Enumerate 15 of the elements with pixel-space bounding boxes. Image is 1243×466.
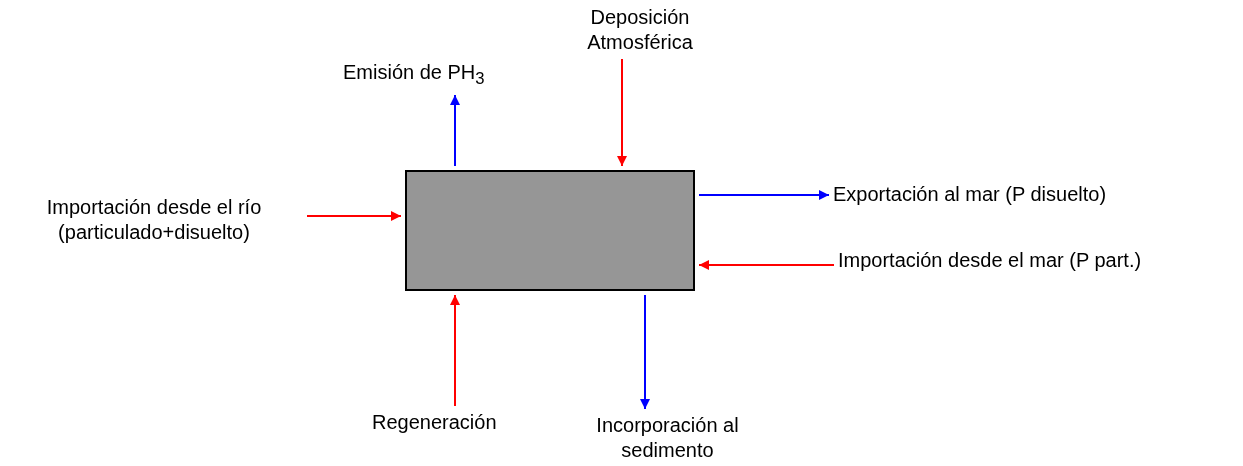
arrow	[698, 260, 835, 270]
flux-label: Importación desde el río (particulado+disuelto)	[5, 195, 303, 245]
flux-label: Exportación al mar (P disuelto)	[833, 182, 1213, 207]
arrow	[306, 211, 402, 221]
flux-label: Regeneración	[372, 410, 542, 435]
compartment-box	[405, 170, 695, 291]
arrow	[698, 190, 830, 200]
flux-label: Importación desde el mar (P part.)	[838, 248, 1238, 273]
arrow	[450, 294, 460, 407]
arrow	[640, 294, 650, 410]
flux-label: Deposición Atmosférica	[555, 5, 725, 55]
arrow	[617, 58, 627, 167]
arrow	[450, 94, 460, 167]
flux-label: Incorporación al sedimento	[560, 413, 775, 463]
flux-label: Emisión de PH$_{3}$	[343, 60, 563, 91]
